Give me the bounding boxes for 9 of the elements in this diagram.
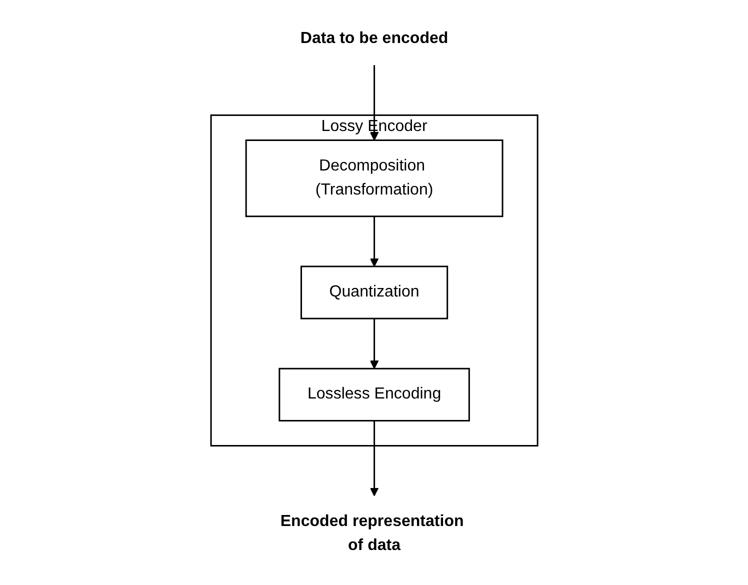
node-box: Lossless Encoding (278, 368, 470, 422)
arrow (370, 65, 378, 141)
arrow (370, 318, 378, 370)
node-text: Data to be encoded (300, 30, 448, 48)
node-box: Quantization (300, 266, 448, 320)
node-text: Encoded representation of data (280, 512, 464, 554)
arrow (370, 420, 378, 496)
arrow (370, 216, 378, 267)
node-box: Decomposition (Transformation) (245, 139, 503, 218)
